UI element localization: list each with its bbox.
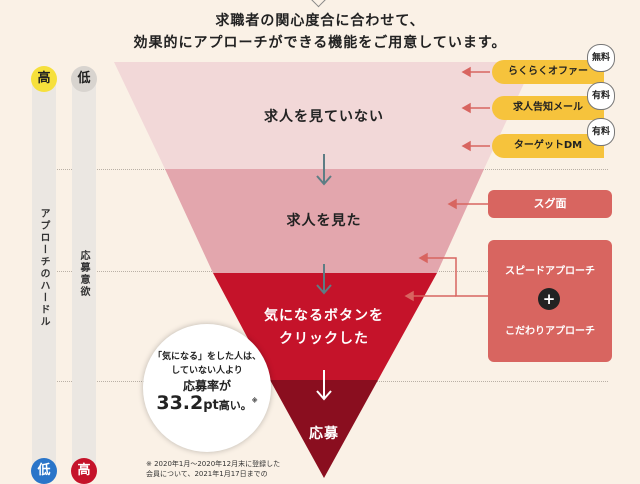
down-arrow-icon <box>316 154 332 186</box>
callout-value-row: 33.2pt高い。※ <box>143 392 271 414</box>
tool-arrow-icon <box>404 66 490 302</box>
desire-axis-label: 応募意欲 <box>78 250 89 298</box>
tool-easy-offer: らくらくオファー <box>492 60 604 84</box>
callout-line3: 応募率が <box>182 379 231 393</box>
funnel-stage-1 <box>114 62 534 169</box>
stage-label-2: 求人を見た <box>286 213 362 229</box>
stage3-tools-box: スピードアプローチ + こだわりアプローチ <box>488 240 612 362</box>
callout-suffix: 高い。 <box>218 399 252 412</box>
tool-target-dm-price: 有料 <box>587 118 615 146</box>
stage-label-4: 応募 <box>309 426 339 442</box>
funnel-stage-3 <box>213 273 437 380</box>
footnote-line2: 会員について、2021年1月17日までの <box>146 470 268 478</box>
funnel-stage-2 <box>165 169 484 273</box>
footnote-line1: ※ 2020年1月〜2020年12月末に登録した <box>146 460 281 468</box>
tool-target-dm: ターゲットDM <box>492 134 604 158</box>
funnel-stage-4 <box>270 380 378 478</box>
desire-axis <box>72 66 96 480</box>
hurdle-axis-label: アプローチのハードル <box>38 208 49 328</box>
callout-line1: 「気になる」をした人は、 <box>152 352 261 362</box>
header-line-2: 効果的にアプローチができる機能をご用意しています。 <box>133 35 507 51</box>
hurdle-high-badge: 高 <box>31 66 57 92</box>
stage-label-1: 求人を見ていない <box>264 109 384 125</box>
down-arrow-icon <box>316 370 332 401</box>
callout-line2: していない人より <box>171 366 243 376</box>
callout-note-mark: ※ <box>251 397 258 405</box>
tool-notice-mail-price: 有料 <box>587 82 615 110</box>
stage-label-3-line1: 気になるボタンを <box>264 308 384 324</box>
stage-label-3-line2: クリックした <box>279 331 369 347</box>
tool-notice-mail: 求人告知メール <box>492 96 604 120</box>
hurdle-axis <box>32 66 56 480</box>
plus-icon: + <box>538 288 560 310</box>
down-arrow-icon <box>316 264 332 295</box>
desire-low-badge: 低 <box>71 66 97 92</box>
stat-callout: 「気になる」をした人は、 していない人より 応募率が 33.2pt高い。※ <box>143 324 271 452</box>
tool-sugumen: スグ面 <box>488 190 612 218</box>
tool-easy-offer-price: 無料 <box>587 44 615 72</box>
header-line-1: 求職者の関心度合に合わせて、 <box>215 13 425 29</box>
tool-speed-approach: スピードアプローチ <box>505 266 595 277</box>
callout-value: 33.2 <box>156 392 204 414</box>
callout-unit: pt <box>203 398 219 413</box>
tool-kodawari-approach: こだわりアプローチ <box>505 326 595 337</box>
